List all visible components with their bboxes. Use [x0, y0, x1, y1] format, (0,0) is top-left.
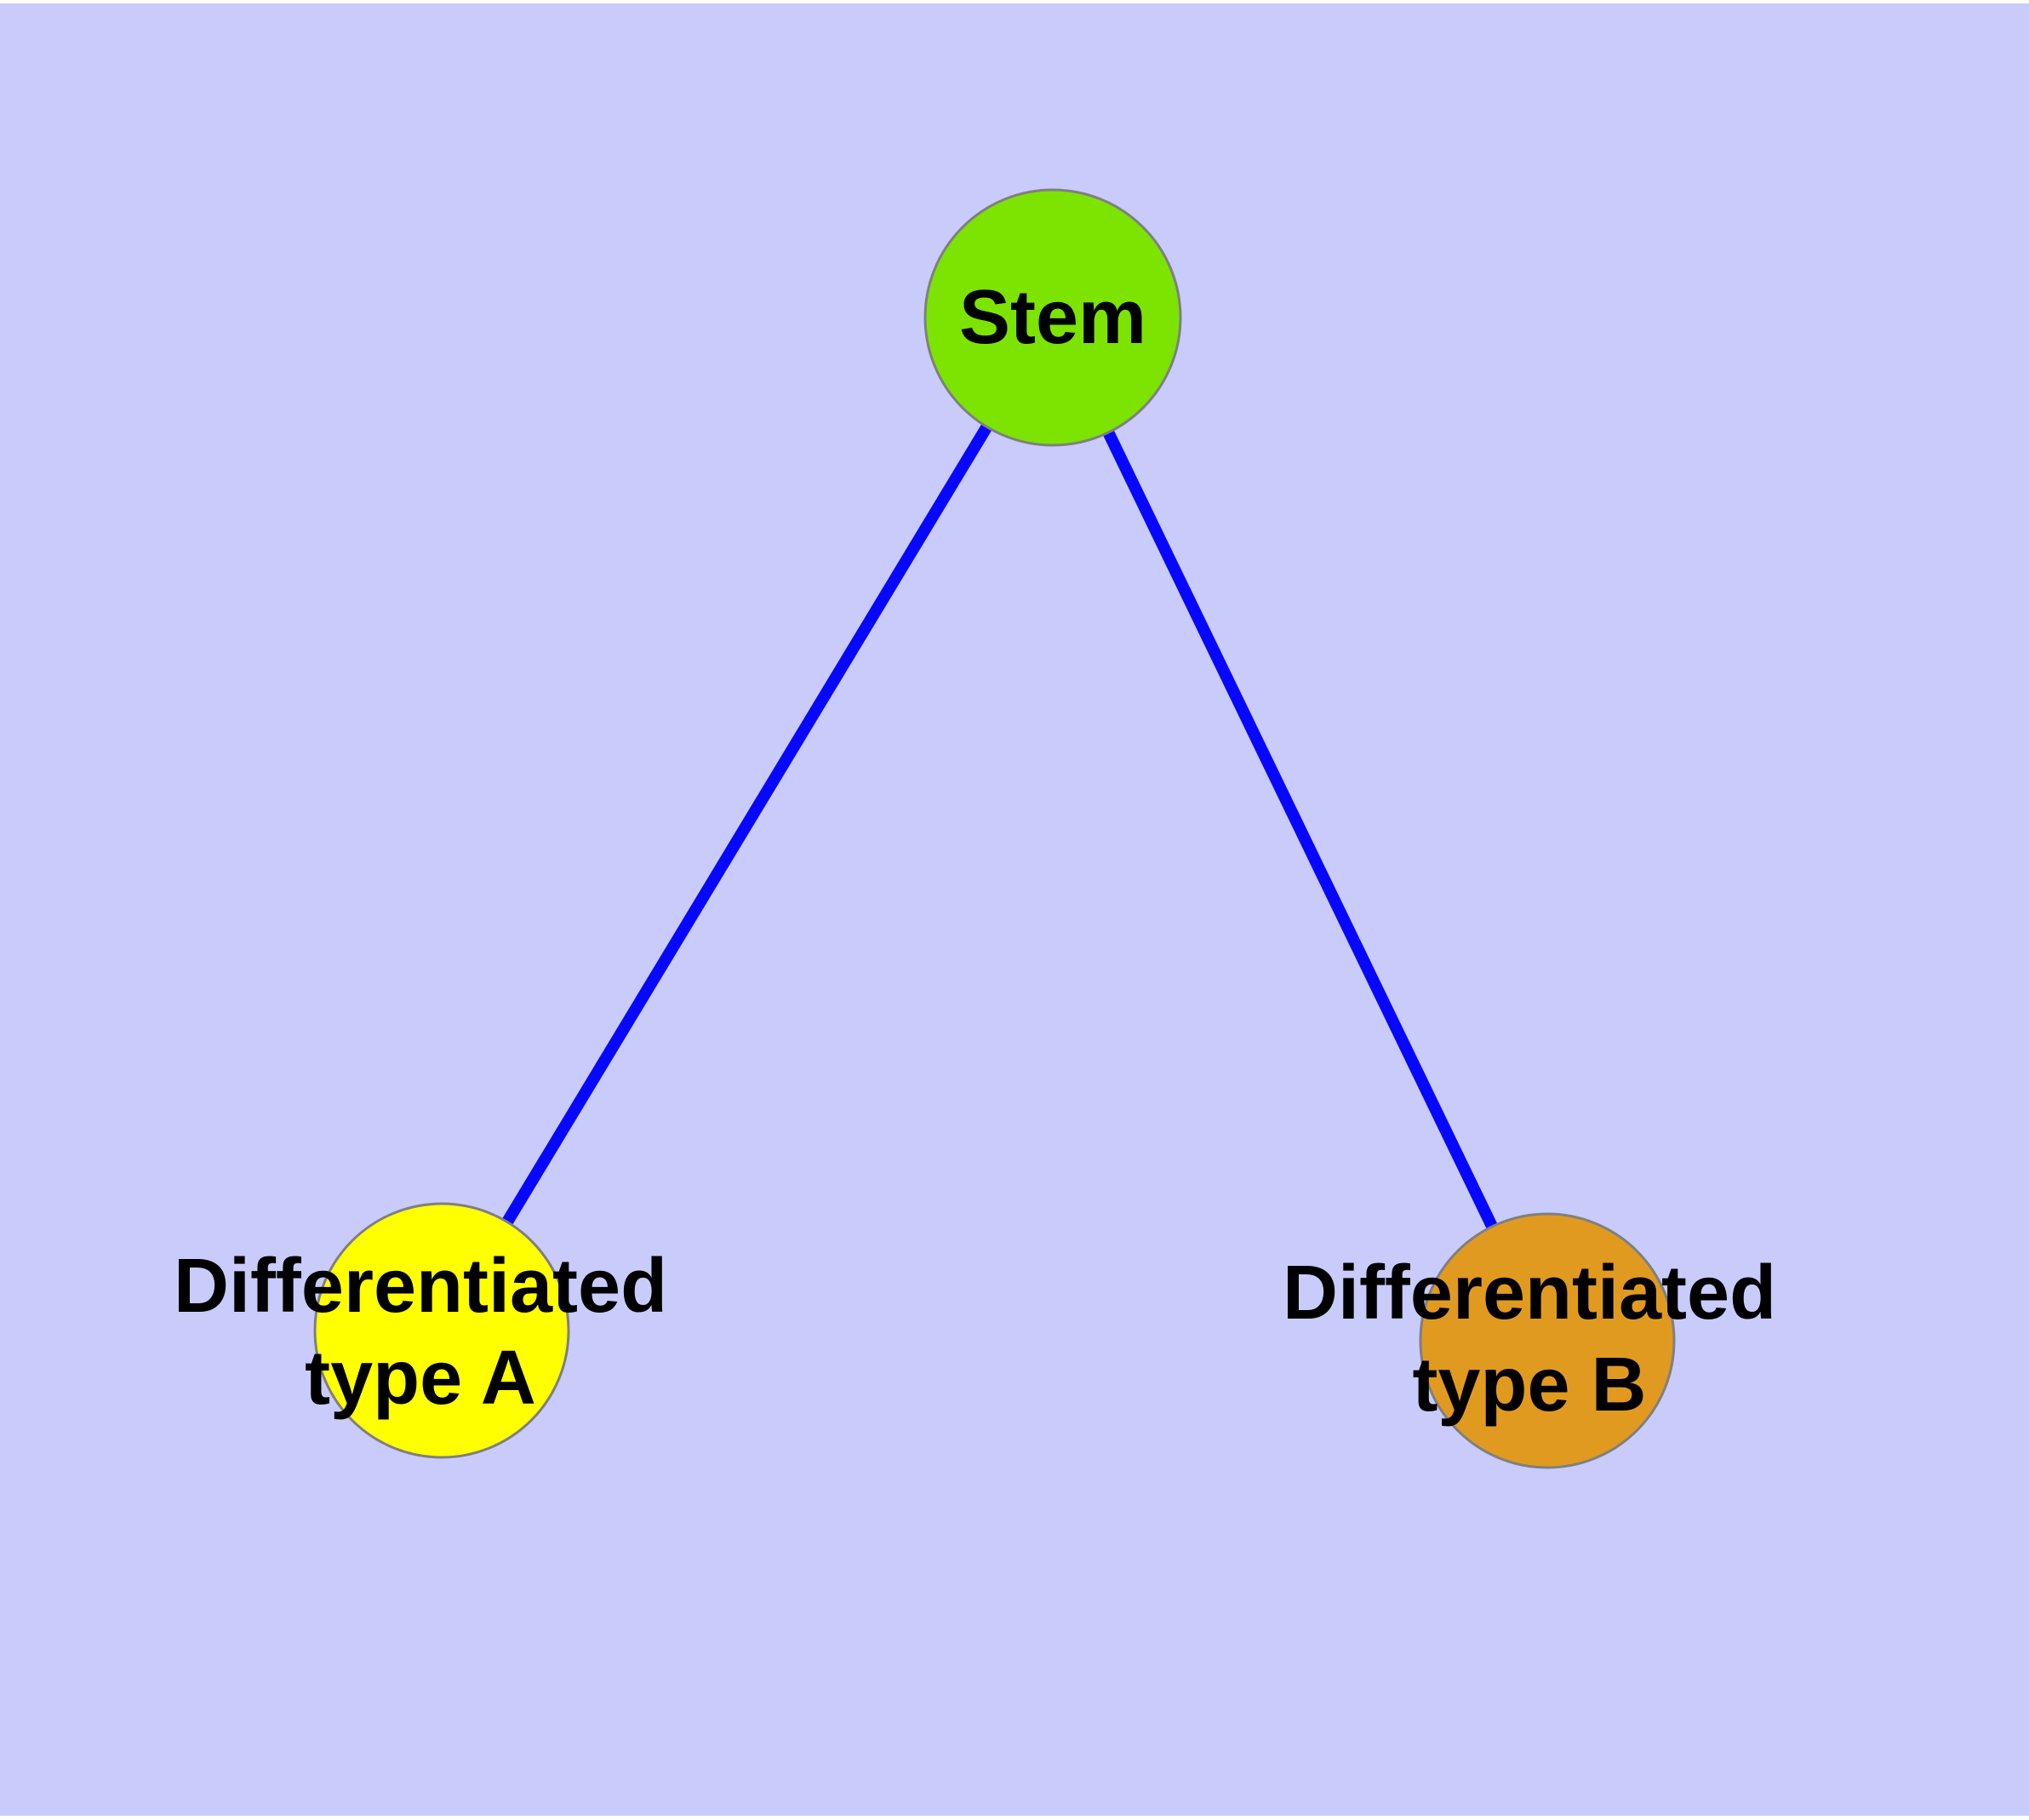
node-stem — [923, 188, 1182, 447]
edge-stem-to-type-b — [1047, 314, 1553, 1344]
node-differentiated-type-b-label: Differentiated type B — [1282, 1251, 1777, 1428]
node-stem-label: Stem — [958, 275, 1147, 360]
edge-stem-to-type-a — [437, 314, 1058, 1334]
node-differentiated-type-a-label: Differentiated type A — [173, 1244, 668, 1421]
node-differentiated-type-b — [1419, 1212, 1676, 1469]
node-differentiated-type-a — [313, 1202, 570, 1459]
